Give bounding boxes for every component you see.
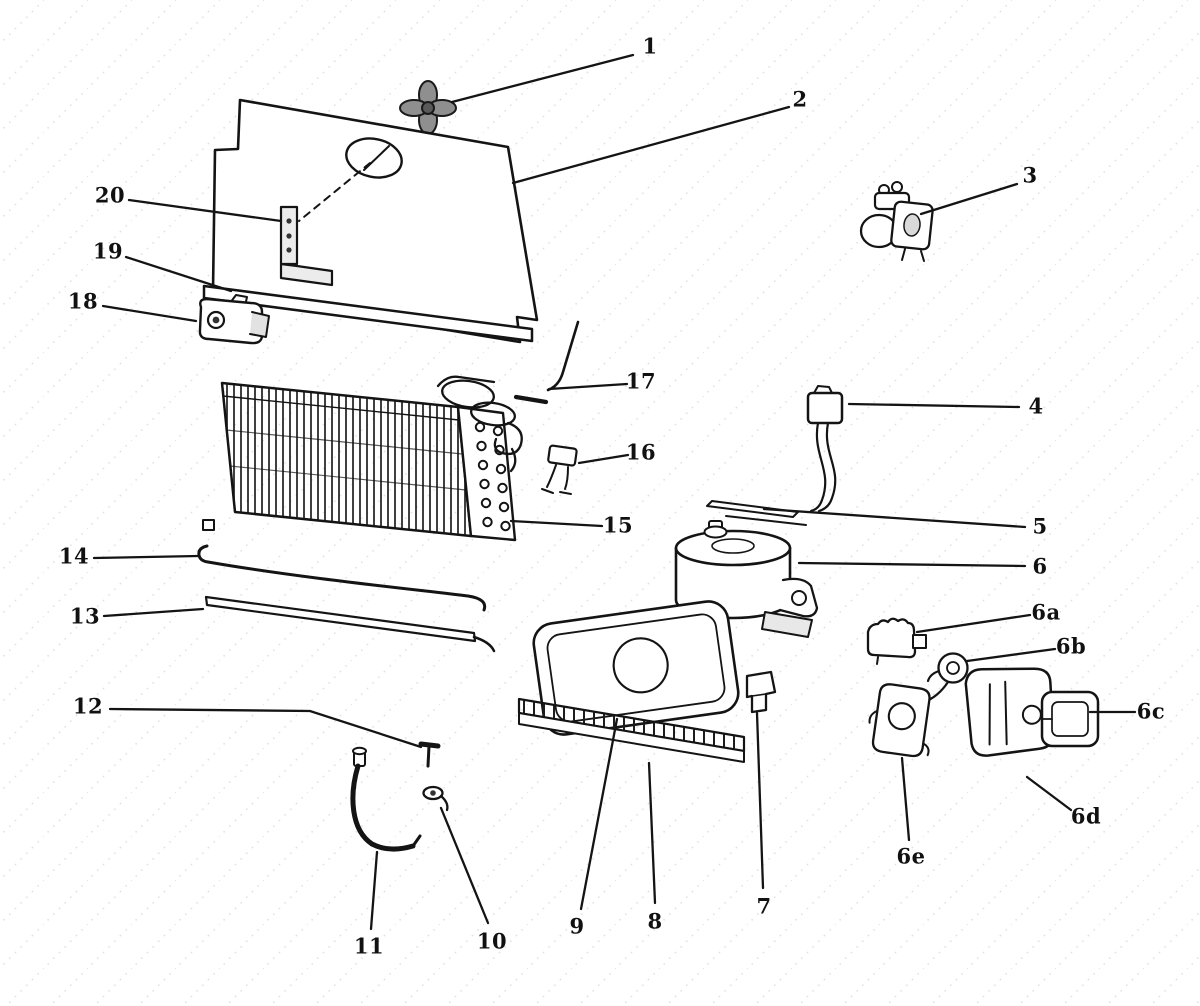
callout-6b: 6b (1055, 633, 1087, 659)
overload-6b (922, 652, 969, 704)
callout-4: 4 (1028, 393, 1044, 419)
condenser-tube-14 (197, 544, 487, 612)
callout-15: 15 (602, 512, 634, 538)
callout-20: 20 (94, 182, 126, 208)
callout-12: 12 (72, 693, 104, 719)
callout-7: 7 (756, 893, 772, 919)
start-relay-6a (866, 617, 927, 665)
evaporator-coil-15 (202, 375, 523, 542)
callout-3: 3 (1022, 162, 1038, 188)
leader-line-6b (965, 647, 1057, 663)
leader-line-7 (755, 711, 765, 890)
leader-line-4 (847, 402, 1021, 409)
leader-line-18 (101, 304, 198, 323)
leader-line-15 (509, 519, 604, 528)
callout-6c: 6c (1136, 698, 1166, 724)
callout-14: 14 (58, 543, 90, 569)
drain-tube-11 (350, 746, 422, 852)
leader-line-6a (915, 613, 1032, 634)
gasket-6e (868, 683, 931, 758)
motor-mount-18 (198, 294, 270, 345)
clamp-12 (418, 741, 441, 768)
thermostat-4 (806, 385, 844, 513)
leader-line-10 (439, 806, 490, 925)
callout-11: 11 (353, 933, 385, 959)
callout-6: 6 (1032, 553, 1048, 579)
leader-line-8 (647, 761, 657, 905)
fan-blade (399, 80, 457, 135)
bracket-7 (745, 670, 777, 714)
leader-lines (92, 53, 1137, 931)
leader-line-1 (450, 53, 635, 104)
leader-line-6 (797, 561, 1027, 568)
leader-line-11 (369, 850, 379, 931)
bracket-20 (279, 205, 334, 287)
heater-tube-13 (204, 595, 496, 653)
leader-line-13 (102, 607, 205, 618)
leader-line-3 (919, 182, 1019, 216)
tube-clip-10 (422, 785, 449, 812)
callout-8: 8 (647, 908, 663, 934)
callout-1: 1 (642, 33, 658, 59)
leader-line-6e (900, 756, 911, 842)
callout-6e: 6e (896, 843, 926, 869)
leader-line-20 (127, 198, 283, 223)
callout-19: 19 (92, 238, 124, 264)
leader-line-6d (1025, 775, 1073, 812)
leader-line-19 (124, 255, 233, 293)
callout-5: 5 (1032, 513, 1048, 539)
leader-line-14 (92, 554, 200, 560)
rear-panel (211, 98, 539, 344)
leader-line-9 (579, 717, 619, 911)
leader-line-2 (511, 105, 791, 185)
callout-6d: 6d (1070, 803, 1102, 829)
leader-line-17 (547, 382, 629, 391)
callout-18: 18 (67, 288, 99, 314)
callout-6a: 6a (1031, 599, 1061, 625)
compressor-6 (674, 520, 819, 638)
callout-17: 17 (625, 368, 657, 394)
mounting-rail-19 (202, 284, 534, 343)
leader-line-5 (762, 507, 1027, 529)
callout-9: 9 (569, 913, 585, 939)
callout-10: 10 (476, 928, 508, 954)
leader-line-16 (577, 453, 630, 465)
cover-bracket-6c (1040, 690, 1100, 748)
base-rail-8 (517, 697, 746, 763)
callout-13: 13 (69, 603, 101, 629)
callout-16: 16 (625, 439, 657, 465)
drain-pan-9 (532, 600, 740, 736)
callout-2: 2 (792, 86, 808, 112)
defrost-thermostat-16 (541, 444, 578, 495)
leader-line-12 (108, 707, 423, 749)
